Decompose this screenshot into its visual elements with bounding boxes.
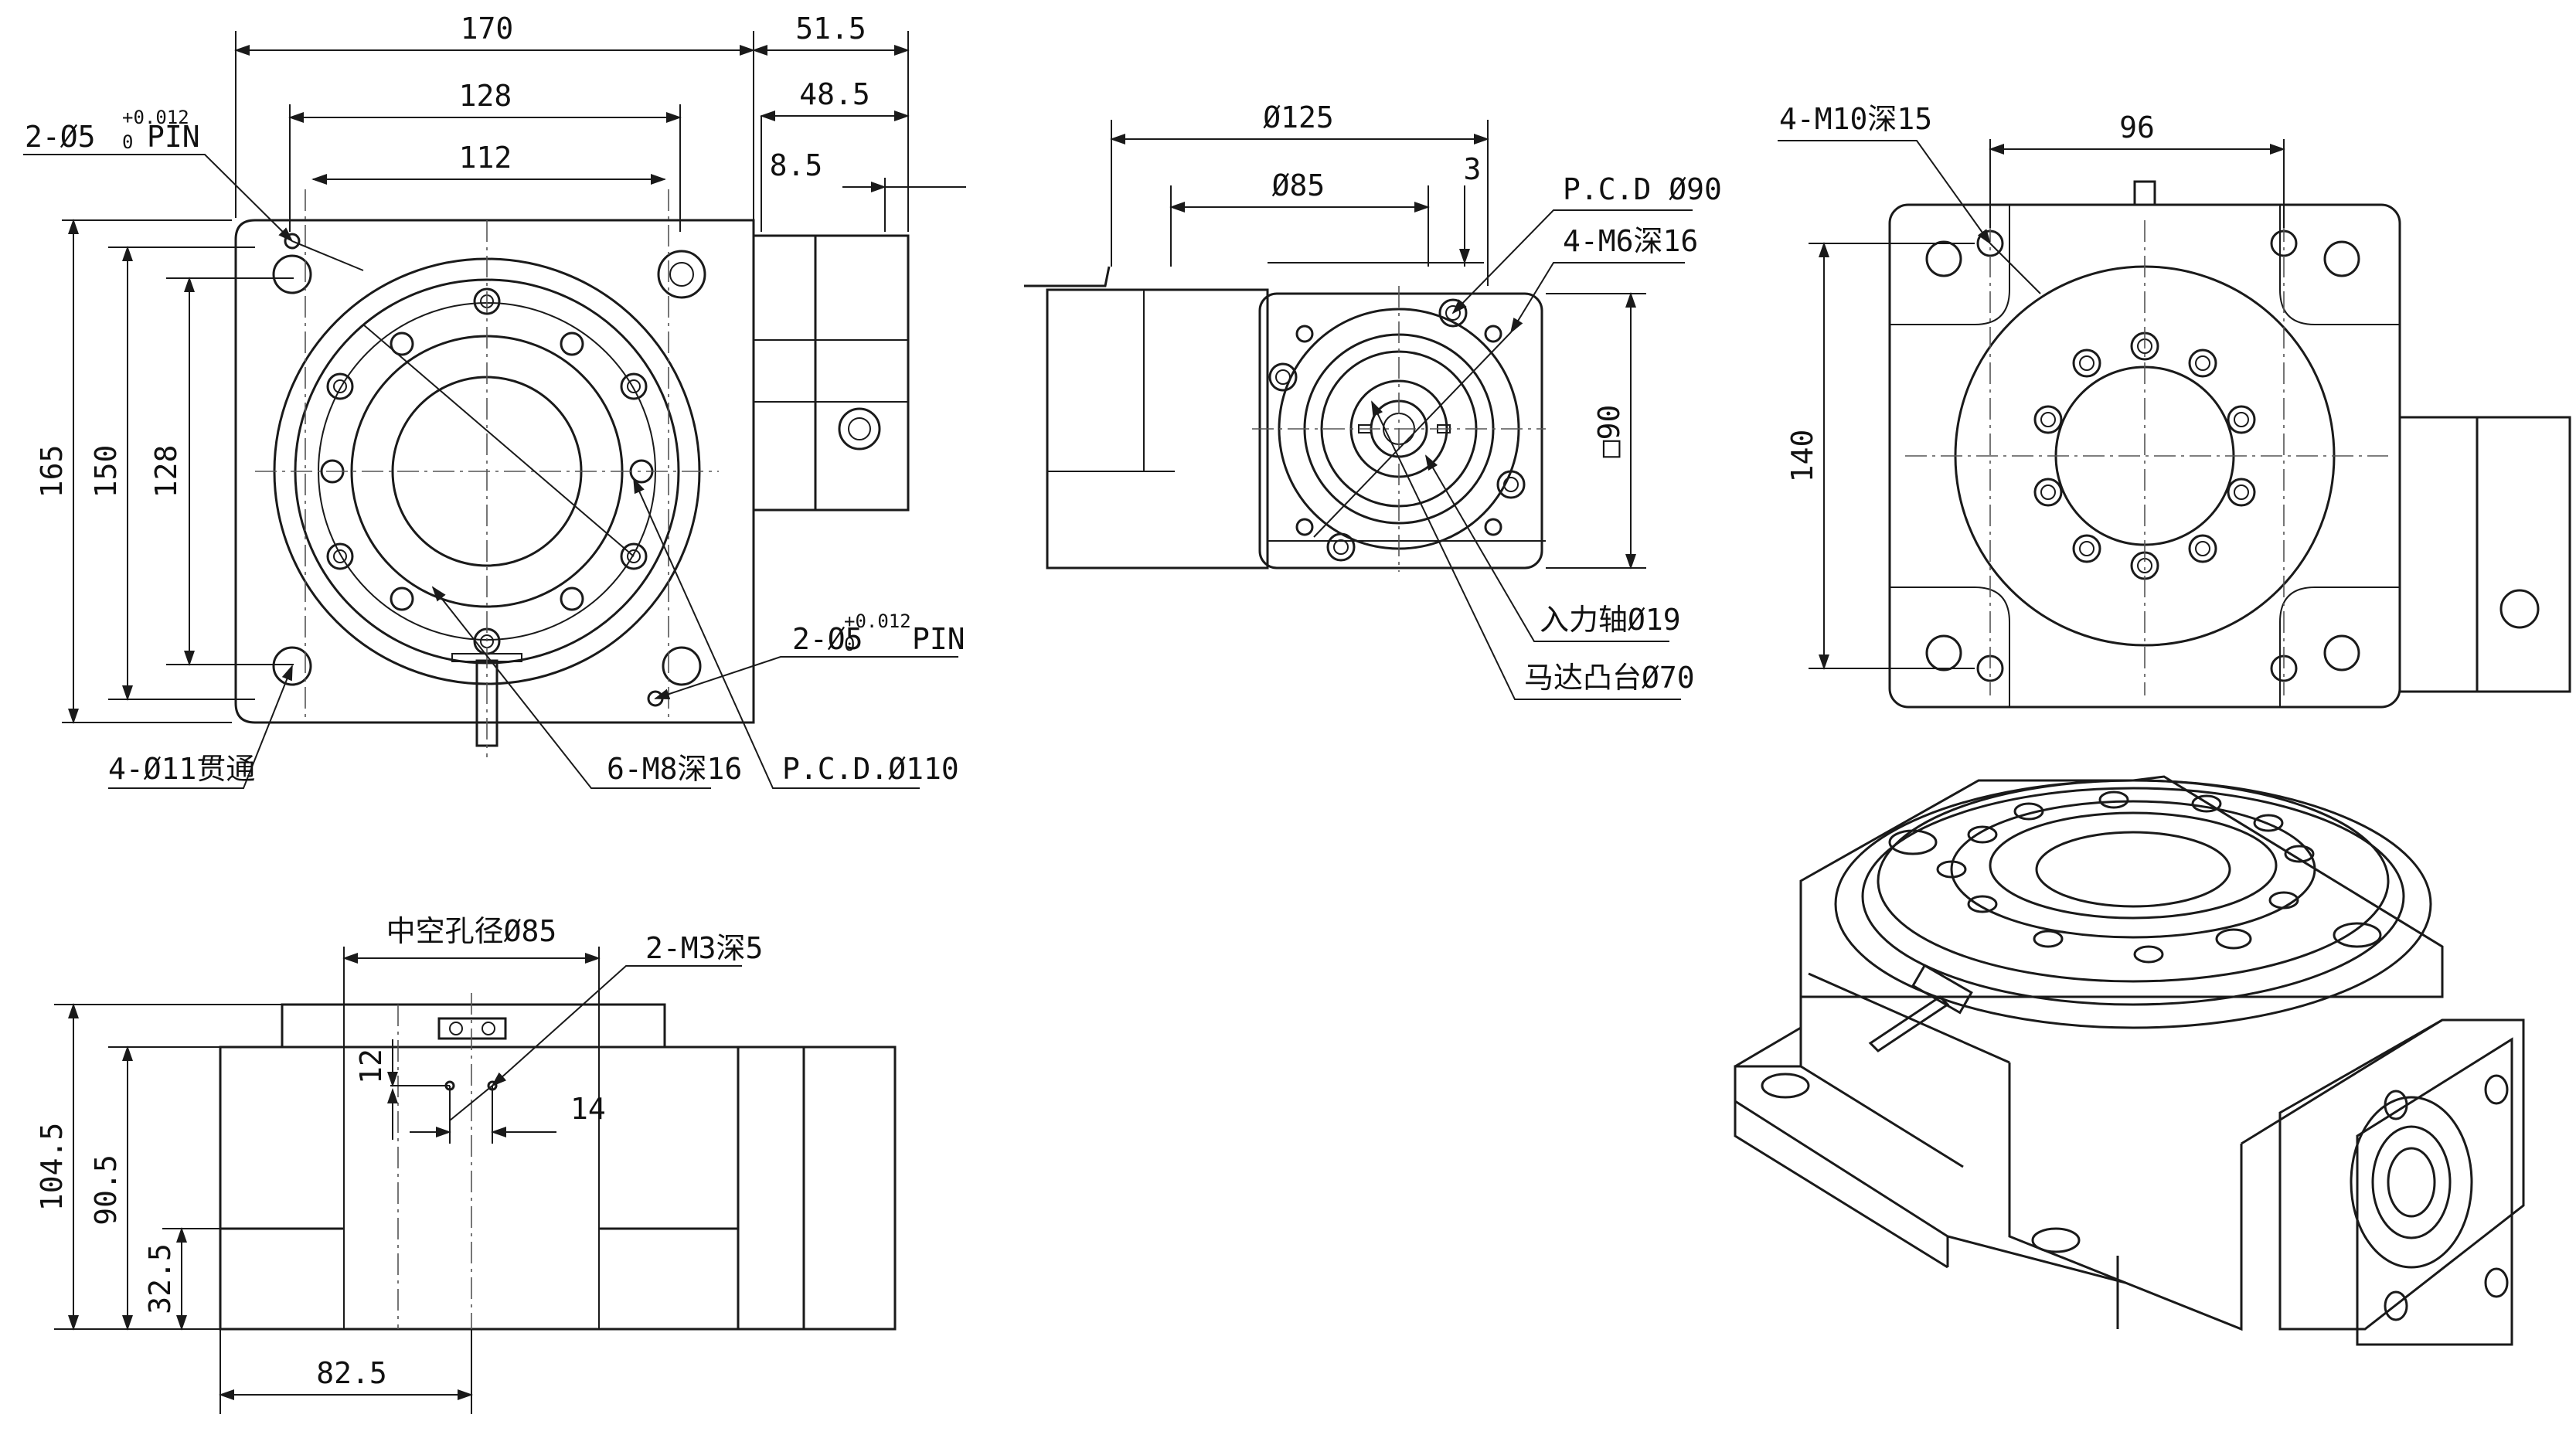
front-m8-holes [320,287,654,655]
svg-text:0: 0 [122,131,133,153]
front-motor-flange [752,234,817,512]
side-body [219,1046,740,1331]
side-top-plate [281,1003,666,1049]
text-112: 112 [459,141,512,175]
text-170: 170 [461,12,514,46]
iso-holes [1936,790,2315,964]
front-view: 170 128 112 51.5 48.5 8.5 165 150 128 2-… [23,12,966,789]
svg-text:0: 0 [844,634,855,655]
text-128-top: 128 [459,79,512,113]
svg-text:+0.012: +0.012 [122,107,189,128]
text-8-5: 8.5 [770,148,823,182]
callout-motor-boss: 马达凸台Ø70 [1524,661,1695,695]
isometric-view [1734,775,2525,1346]
iso-motor-boss [2350,1096,2473,1269]
svg-text:2-Ø5: 2-Ø5 [25,120,96,154]
side-motor-flange [737,1046,805,1331]
input-motor-flange [1258,292,1543,570]
input-body-left [1046,288,1269,570]
text-150: 150 [89,445,123,498]
front-side-hole [838,407,881,450]
callout-m8: 6-M8深16 [607,752,742,786]
text-32-5: 32.5 [143,1243,177,1314]
iso-motor-flange [2278,1018,2525,1331]
callout-pcd110: P.C.D.Ø110 [782,752,959,786]
text-51-5: 51.5 [795,12,866,46]
iso-hollow-bore [2035,831,2231,908]
input-view: Ø125 Ø85 3 □90 P.C.D Ø90 4-M6深16 入力轴Ø19 … [1024,100,1722,700]
text-140: 140 [1785,430,1819,483]
callout-m6: 4-M6深16 [1563,224,1698,258]
front-corner-hole-bl [272,646,312,686]
callout-m3: 2-M3深5 [645,931,763,965]
text-d85: Ø85 [1272,168,1325,202]
text-hollow-85: 中空孔径Ø85 [386,914,557,948]
svg-text:+0.012: +0.012 [844,610,911,632]
text-14: 14 [570,1092,606,1126]
text-sq90: □90 [1592,405,1626,458]
side-view: 中空孔径Ø85 2-M3深5 104.5 90.5 32.5 12 14 82.… [35,914,897,1414]
back-bolt-circle [2033,332,2256,580]
side-motor-block [802,1046,897,1331]
svg-text:PIN: PIN [912,622,965,656]
callout-input-shaft: 入力轴Ø19 [1540,603,1681,637]
text-96: 96 [2119,110,2155,144]
callout-m10: 4-M10深15 [1779,102,1932,136]
text-165: 165 [35,445,69,498]
text-104-5: 104.5 [35,1123,69,1211]
front-motor-block [814,234,910,512]
text-90-5: 90.5 [89,1154,123,1226]
callout-thru-holes: 4-Ø11贯通 [108,752,255,786]
front-corner-hole-br [662,646,702,686]
callout-pin-bottom: 2-Ø5 +0.012 0 PIN [792,610,965,656]
back-view: 96 140 4-M10深15 [1778,102,2571,709]
input-m6-holes [1268,298,1526,562]
text-128-left: 128 [149,445,183,498]
front-corner-hole-tl [272,254,312,294]
front-body-outline [234,219,755,724]
iso-turntable-outer [1834,779,2432,1029]
side-key-slot [437,1017,507,1040]
callout-pin-top: 2-Ø5 +0.012 0 PIN [25,107,200,154]
text-3: 3 [1464,152,1482,186]
text-82-5: 82.5 [316,1356,387,1390]
callout-pcd90: P.C.D Ø90 [1563,172,1722,206]
text-d125: Ø125 [1263,100,1334,134]
front-corner-hole-tr [657,250,706,299]
text-48-5: 48.5 [799,77,870,111]
back-side-block [2398,416,2479,693]
svg-text:2-Ø5: 2-Ø5 [792,622,863,656]
svg-text:PIN: PIN [147,120,200,154]
text-12: 12 [354,1049,388,1084]
